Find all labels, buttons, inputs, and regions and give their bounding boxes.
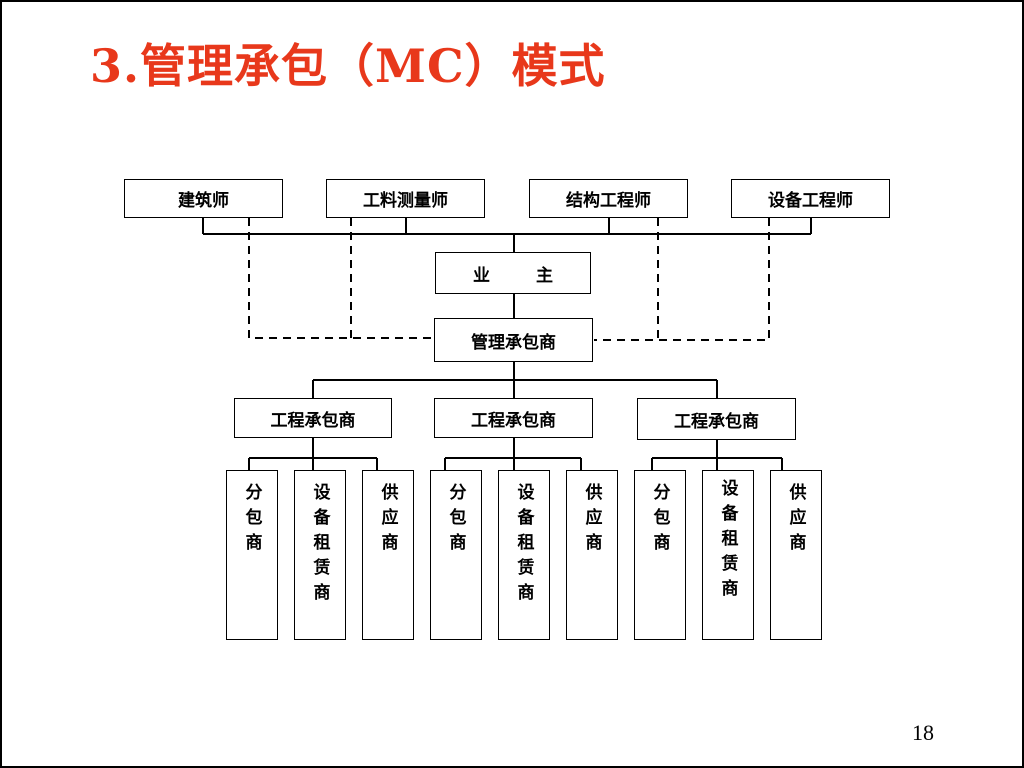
subcontractor-box-1: 分包商 (226, 470, 278, 640)
consultant-box-architect: 建筑师 (124, 179, 283, 218)
contractor-box-3: 工程承包商 (637, 398, 796, 440)
dashed-link-left (248, 218, 434, 339)
management-contractor-box: 管理承包商 (434, 318, 593, 362)
equipment-lessor-box-2: 设备租赁商 (498, 470, 550, 640)
subcontractor-box-2: 分包商 (430, 470, 482, 640)
subcontractor-box-3: 分包商 (634, 470, 686, 640)
slide-title: 3.管理承包（MC）模式 (90, 39, 606, 93)
contractor-box-2: 工程承包商 (434, 398, 593, 438)
contractor-box-1: 工程承包商 (234, 398, 392, 438)
owner-box: 业 主 (435, 252, 591, 294)
page-number: 18 (912, 720, 934, 745)
consultant-box-structural-engineer: 结构工程师 (529, 179, 688, 218)
supplier-box-1: 供应商 (362, 470, 414, 640)
equipment-lessor-box-1: 设备租赁商 (294, 470, 346, 640)
dashed-link-right (594, 218, 770, 341)
equipment-lessor-box-3: 设备租赁商 (702, 470, 754, 640)
consultant-box-quantity-surveyor: 工料测量师 (326, 179, 485, 218)
supplier-box-2: 供应商 (566, 470, 618, 640)
supplier-box-3: 供应商 (770, 470, 822, 640)
consultant-box-mechanical-engineer: 设备工程师 (731, 179, 890, 218)
